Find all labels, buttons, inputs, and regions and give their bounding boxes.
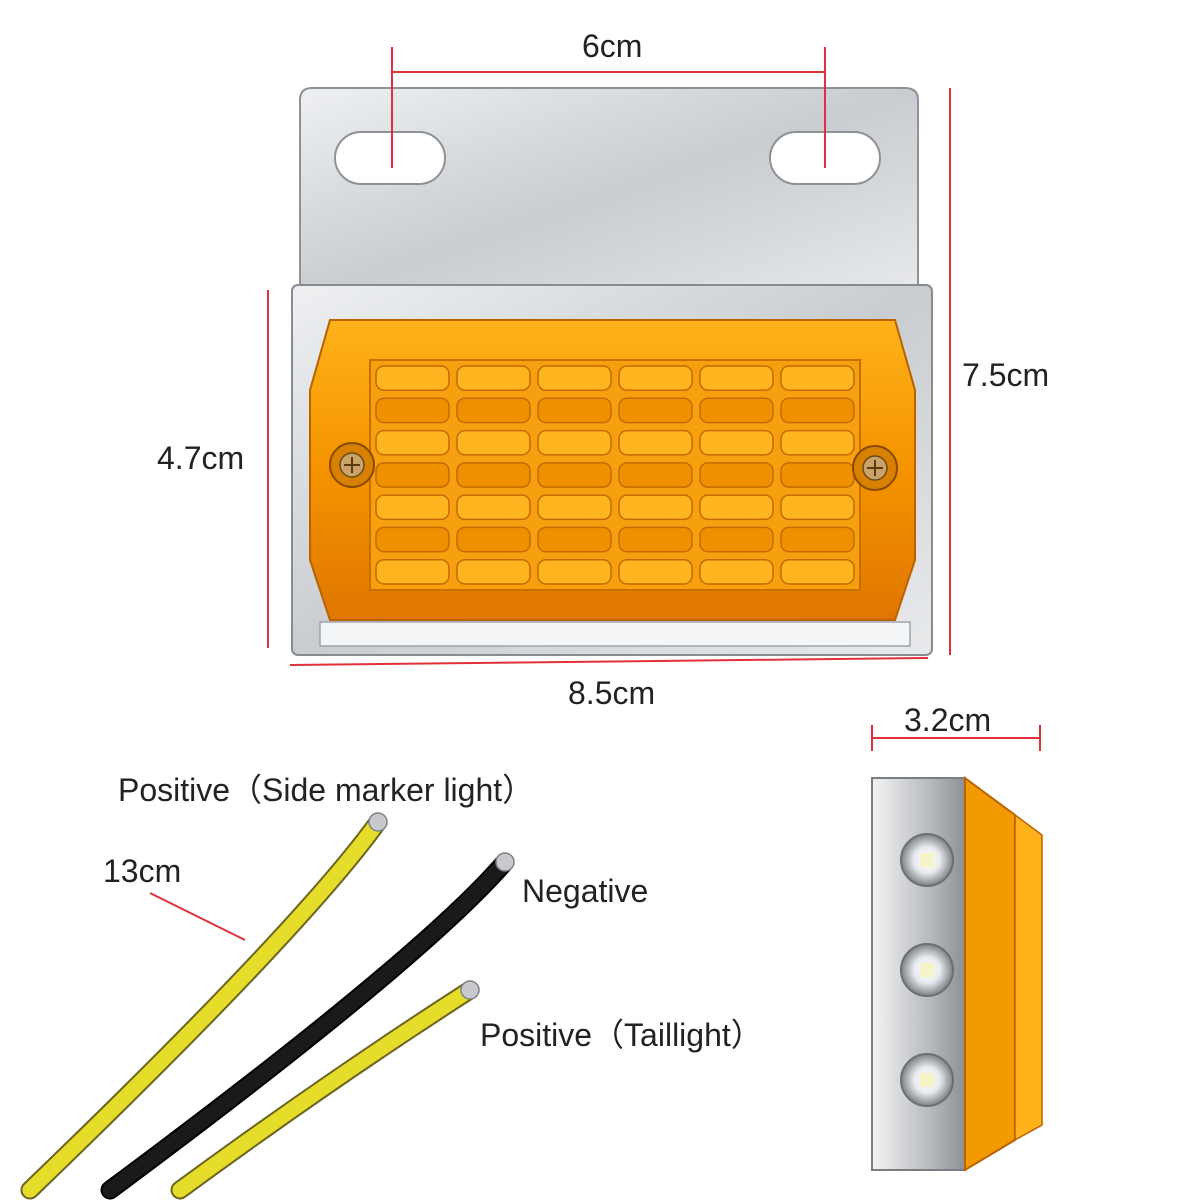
label-positive-side-marker: Positive（Side marker light） <box>118 772 535 808</box>
led-cell <box>618 365 693 392</box>
led-cell <box>699 397 774 424</box>
led-cell <box>375 365 450 392</box>
led-cell <box>375 397 450 424</box>
led-cell <box>537 558 612 585</box>
led-cell <box>537 462 612 488</box>
dimension-total-width: 8.5cm <box>568 675 656 711</box>
led-cell <box>699 558 774 585</box>
led-cell <box>780 494 855 521</box>
dimension-top-width: 6cm <box>582 28 643 64</box>
led-cell <box>537 494 612 521</box>
led-cell <box>780 365 855 392</box>
led-cell <box>780 558 855 585</box>
led-cell <box>456 365 531 392</box>
mounting-slot-left <box>334 131 446 185</box>
led-cell <box>537 365 612 392</box>
led-cell <box>375 558 450 585</box>
light-front-view <box>291 284 933 656</box>
led-cell <box>456 462 531 488</box>
led-cell <box>699 365 774 392</box>
led-cell <box>456 429 531 456</box>
led-cell <box>780 526 855 553</box>
led-cell <box>618 558 693 585</box>
light-side-view <box>871 776 1043 1172</box>
led-cell <box>699 462 774 488</box>
led-cell <box>456 558 531 585</box>
led-cell <box>456 526 531 553</box>
led-cell <box>456 397 531 424</box>
led-cell <box>699 526 774 553</box>
led-cell <box>618 526 693 553</box>
led-cell <box>456 494 531 521</box>
dimension-lens-height: 4.7cm <box>157 440 245 476</box>
led-cell <box>618 462 693 488</box>
led-cell <box>780 429 855 456</box>
led-cell <box>780 397 855 424</box>
led-cell <box>699 494 774 521</box>
led-cell <box>537 397 612 424</box>
dimension-depth: 3.2cm <box>904 702 992 738</box>
led-cell <box>618 397 693 424</box>
led-cell <box>375 462 450 488</box>
led-cell <box>699 429 774 456</box>
mounting-bracket <box>299 87 919 301</box>
wires <box>20 812 515 1200</box>
dimension-lines <box>149 47 1041 941</box>
led-cell <box>618 494 693 521</box>
dimension-wire-length: 13cm <box>103 853 182 889</box>
led-cell <box>375 429 450 456</box>
led-cell <box>618 429 693 456</box>
label-positive-taillight: Positive（Taillight） <box>480 1017 763 1053</box>
led-grid <box>375 365 855 585</box>
led-cell <box>375 526 450 553</box>
label-negative: Negative <box>522 873 649 909</box>
led-cell <box>537 526 612 553</box>
led-cell <box>537 429 612 456</box>
led-cell <box>780 462 855 488</box>
dimension-total-height: 7.5cm <box>962 357 1050 393</box>
led-cell <box>375 494 450 521</box>
